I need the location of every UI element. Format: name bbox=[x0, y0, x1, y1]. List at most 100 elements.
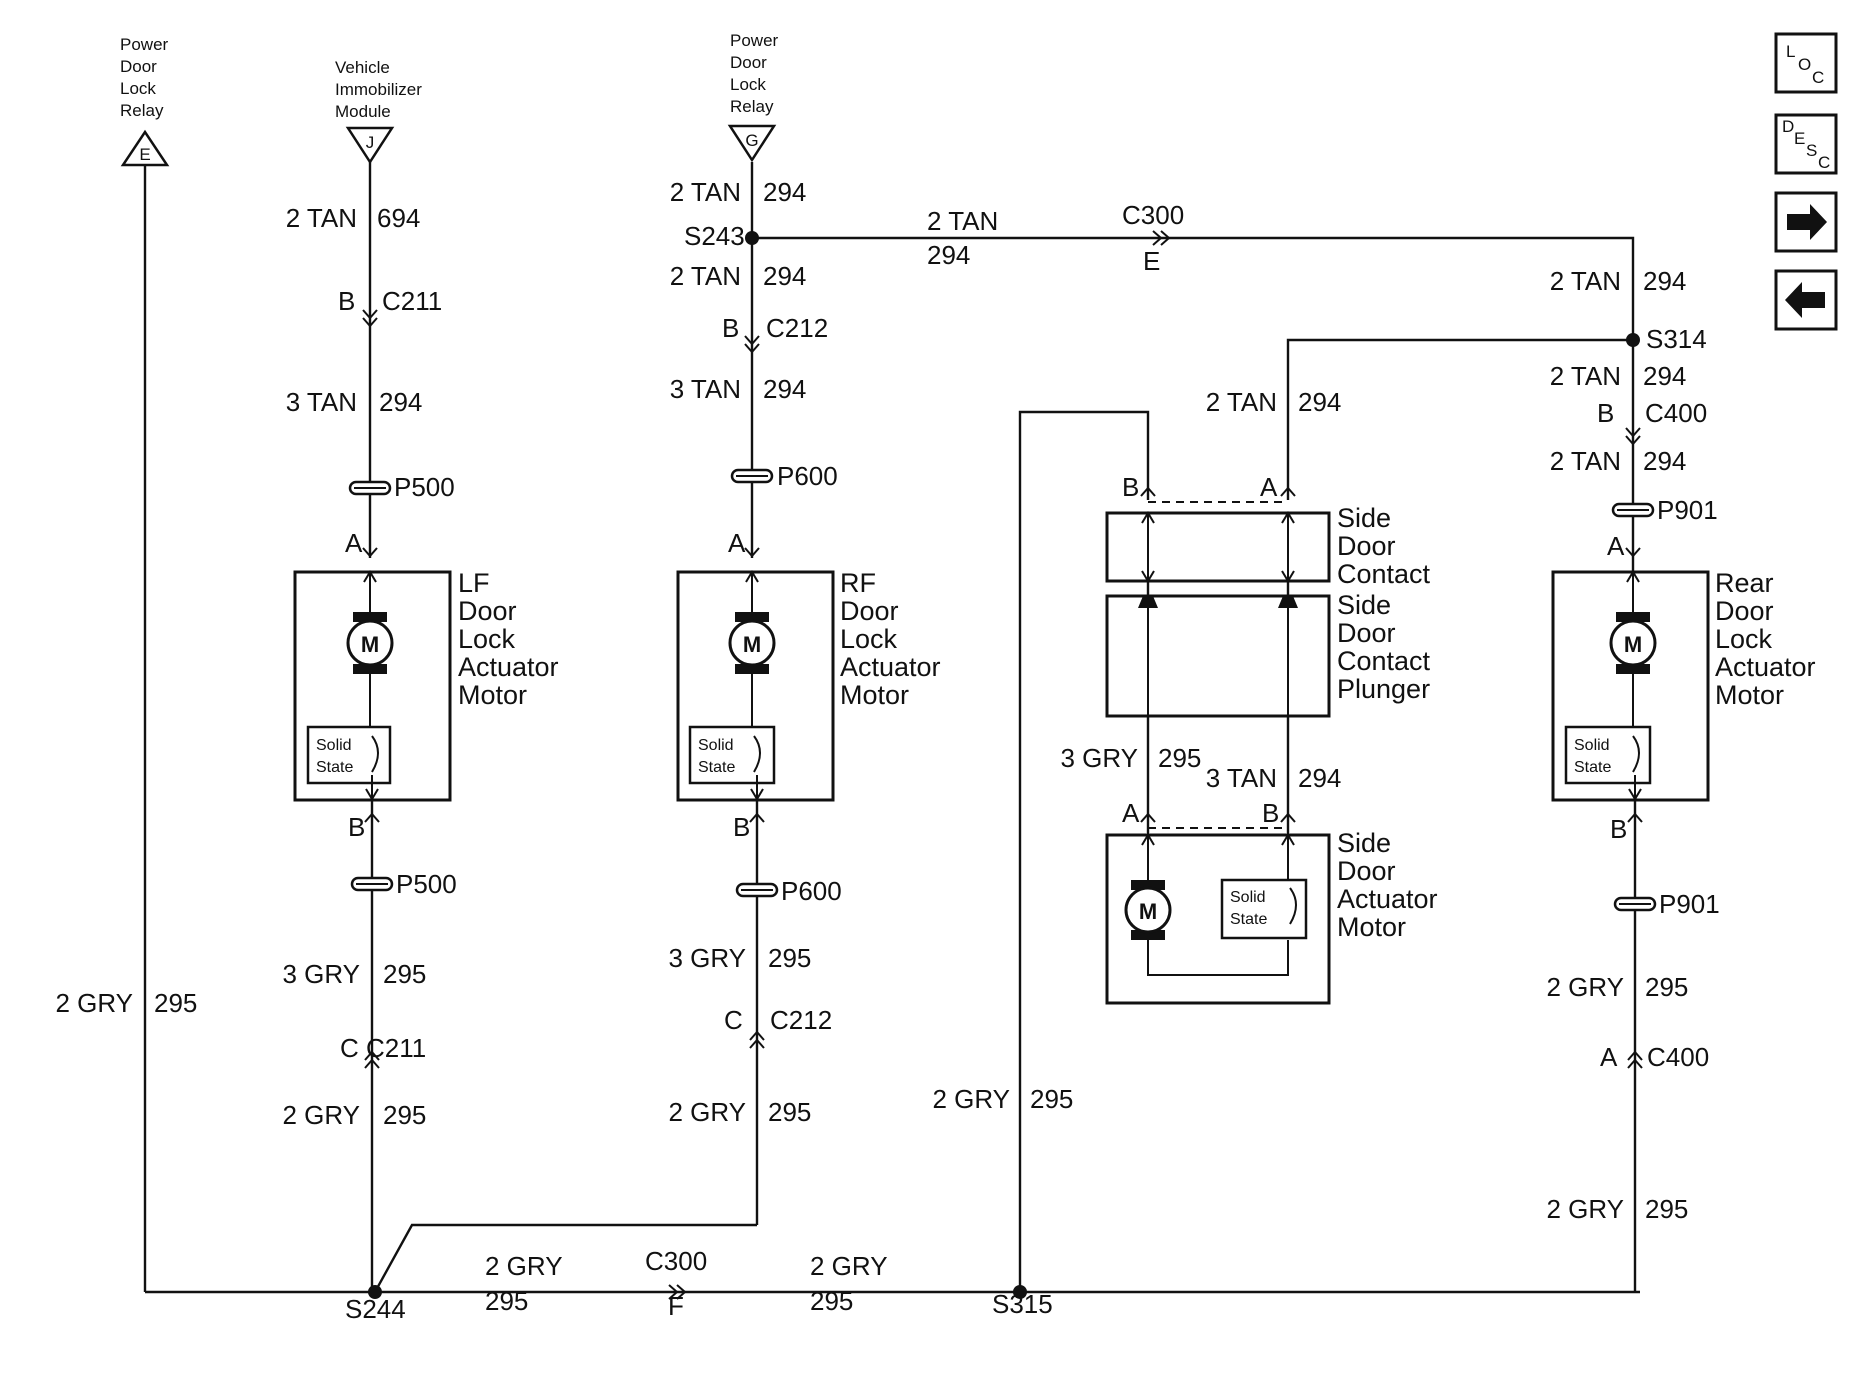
wire-size: 2 TAN bbox=[286, 203, 357, 233]
wire-circuit: 294 bbox=[1643, 266, 1686, 296]
connector-p500: P500 bbox=[396, 869, 457, 899]
connector-p901: P901 bbox=[1659, 889, 1720, 919]
connector-c211: C211 bbox=[382, 286, 442, 316]
arrow-left-icon bbox=[1785, 282, 1825, 318]
connector-c212: C212 bbox=[770, 1005, 832, 1035]
pin-label: J bbox=[366, 133, 375, 152]
pin-a: A bbox=[728, 528, 746, 558]
wire-size: 2 GRY bbox=[55, 988, 133, 1018]
pin-a: A bbox=[1607, 531, 1625, 561]
connector-labels: C211 B C211 C C212 B C212 C C300 E C300 … bbox=[338, 200, 1720, 1321]
wire-circuit: 294 bbox=[763, 177, 806, 207]
connector-c300: C300 bbox=[645, 1246, 707, 1276]
wire-size: 2 TAN bbox=[927, 206, 998, 236]
pin-label: G bbox=[745, 131, 758, 150]
pass-through-connectors bbox=[348, 468, 1657, 912]
wire-size: 3 TAN bbox=[670, 374, 741, 404]
pin-b: B bbox=[722, 313, 739, 343]
wire-size: 2 TAN bbox=[670, 177, 741, 207]
wire-size: 3 TAN bbox=[1206, 763, 1277, 793]
pin-b: B bbox=[1597, 398, 1614, 428]
back-button[interactable] bbox=[1774, 269, 1838, 331]
connector-p500: P500 bbox=[394, 472, 455, 502]
wire-circuit: 294 bbox=[763, 261, 806, 291]
wire-circuit: 295 bbox=[485, 1286, 528, 1316]
splice-s314: S314 bbox=[1646, 324, 1707, 354]
wire-circuit: 295 bbox=[1645, 972, 1688, 1002]
connector-p901: P901 bbox=[1657, 495, 1718, 525]
wire-size: 2 GRY bbox=[810, 1251, 888, 1281]
wire-labels: 2 TAN 694 3 TAN 294 3 GRY 295 2 GRY 295 … bbox=[55, 177, 1688, 1316]
wire-size: 2 TAN bbox=[1550, 446, 1621, 476]
wire-circuit: 294 bbox=[927, 240, 970, 270]
wire-circuit: 294 bbox=[1643, 446, 1686, 476]
wire-circuit: 295 bbox=[768, 943, 811, 973]
wire-circuit: 295 bbox=[154, 988, 197, 1018]
svg-text:C: C bbox=[1812, 68, 1824, 87]
svg-text:E: E bbox=[1794, 129, 1805, 148]
pin-e: E bbox=[1143, 246, 1160, 276]
connector-p600: P600 bbox=[777, 461, 838, 491]
pin-b: B bbox=[733, 812, 750, 842]
wire-size: 2 TAN bbox=[1550, 266, 1621, 296]
wire-circuit: 294 bbox=[763, 374, 806, 404]
svg-text:D: D bbox=[1782, 117, 1794, 136]
motor-symbol: M bbox=[743, 632, 761, 657]
wire-circuit: 295 bbox=[768, 1097, 811, 1127]
svg-text:C: C bbox=[1818, 153, 1830, 172]
arrow-right-icon bbox=[1787, 204, 1827, 240]
wire-circuit: 295 bbox=[383, 959, 426, 989]
connector-c300: C300 bbox=[1122, 200, 1184, 230]
splice-s243: S243 bbox=[684, 221, 745, 251]
splice-s315: S315 bbox=[992, 1289, 1053, 1319]
pin-a: A bbox=[345, 528, 363, 558]
wire-size: 2 GRY bbox=[1546, 972, 1624, 1002]
dashed-connector-lines bbox=[1148, 501, 1288, 829]
loc-button[interactable]: LOC bbox=[1774, 32, 1838, 94]
pin-a: A bbox=[1260, 472, 1278, 502]
wire-size: 3 TAN bbox=[286, 387, 357, 417]
connector-c211: C211 bbox=[366, 1033, 426, 1063]
wire-circuit: 294 bbox=[1298, 763, 1341, 793]
connector-p600: P600 bbox=[781, 876, 842, 906]
connector-c400: C400 bbox=[1645, 398, 1707, 428]
wire-size: 2 TAN bbox=[1206, 387, 1277, 417]
pin-f: F bbox=[668, 1291, 684, 1321]
pin-a: A bbox=[1122, 798, 1140, 828]
connector-markers bbox=[362, 230, 1643, 1300]
motor-symbol: M bbox=[1139, 899, 1157, 924]
motor-symbol: M bbox=[361, 632, 379, 657]
wire-circuit: 294 bbox=[1643, 361, 1686, 391]
wire-size: 2 GRY bbox=[932, 1084, 1010, 1114]
wire-size: 3 GRY bbox=[668, 943, 746, 973]
wire-size: 2 GRY bbox=[282, 1100, 360, 1130]
pin-b: B bbox=[1122, 472, 1139, 502]
next-button[interactable] bbox=[1774, 191, 1838, 253]
wire-circuit: 295 bbox=[1158, 743, 1201, 773]
wire-circuit: 294 bbox=[379, 387, 422, 417]
wire-size: 2 GRY bbox=[1546, 1194, 1624, 1224]
pin-c: C bbox=[724, 1005, 743, 1035]
pin-b: B bbox=[338, 286, 355, 316]
svg-text:S: S bbox=[1806, 141, 1817, 160]
wire-size: 2 TAN bbox=[1550, 361, 1621, 391]
pin-label: E bbox=[139, 145, 150, 164]
wire-circuit: 295 bbox=[1030, 1084, 1073, 1114]
